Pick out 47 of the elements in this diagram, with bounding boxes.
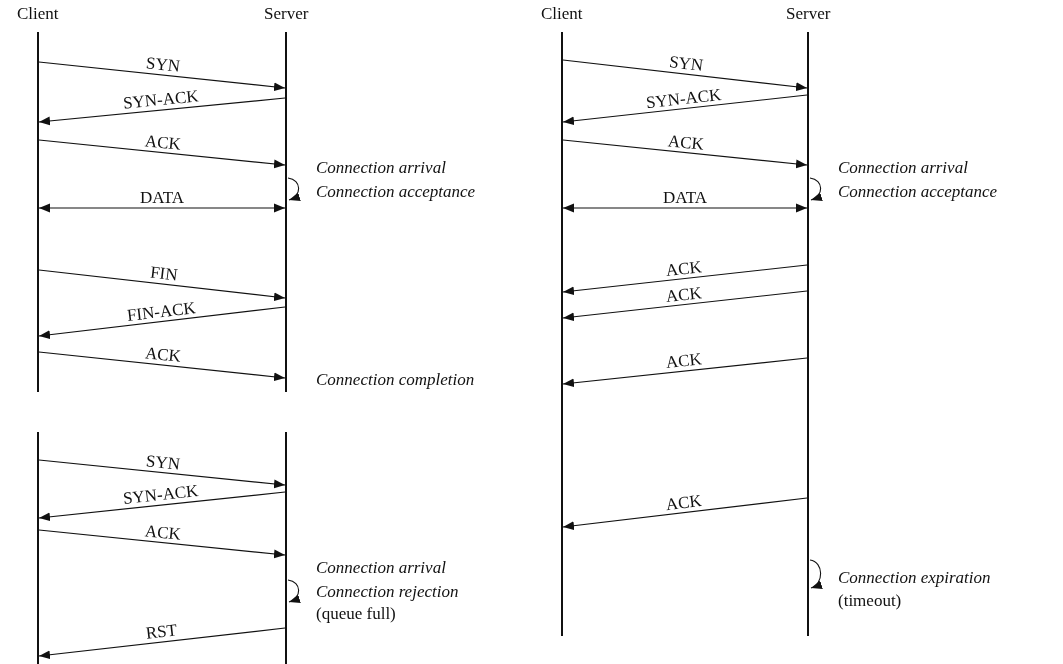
- event-note: Connection acceptance: [838, 182, 998, 202]
- edge-label: DATA: [661, 190, 709, 206]
- edge-label: ACK: [663, 258, 705, 279]
- arrow: [38, 351, 286, 382]
- arrow: [562, 290, 808, 322]
- arrow: [562, 139, 808, 169]
- event-note: (queue full): [316, 604, 396, 624]
- edge-label: ACK: [663, 492, 705, 513]
- arrow: [38, 306, 286, 340]
- edge-label: SYN-ACK: [643, 86, 725, 111]
- arrow: [38, 139, 286, 169]
- event-note: Connection arrival: [316, 158, 446, 178]
- edge-label: ACK: [663, 284, 705, 305]
- edge-label: SYN: [143, 452, 183, 473]
- edge-label: RST: [142, 622, 180, 642]
- edge-label: ACK: [665, 132, 707, 153]
- edge-label: DATA: [138, 190, 186, 206]
- event-note: Connection arrival: [838, 158, 968, 178]
- arrow: [38, 269, 286, 302]
- event-note: Connection acceptance: [316, 182, 476, 202]
- edge-label: ACK: [142, 132, 184, 153]
- arrow: [38, 97, 286, 126]
- event-note: Connection completion: [316, 370, 475, 390]
- arrow: [562, 203, 808, 213]
- arrow: [38, 203, 286, 213]
- arrow: [562, 94, 808, 126]
- arrow: [562, 59, 808, 92]
- lifeline-header: Server: [264, 4, 309, 24]
- event-note: (timeout): [838, 591, 902, 611]
- arrow: [38, 627, 286, 660]
- arrow: [38, 61, 286, 92]
- event-note: Connection arrival: [316, 558, 446, 578]
- arrow: [562, 357, 808, 388]
- event-note: Connection rejection: [316, 582, 459, 602]
- edge-label: SYN: [143, 55, 183, 75]
- lifeline-header: Client: [17, 4, 59, 24]
- arrow: [38, 491, 286, 522]
- lifeline: [285, 432, 287, 664]
- arrow: [562, 497, 808, 531]
- lifeline-header: Server: [786, 4, 831, 24]
- event-note: Connection expiration: [838, 568, 991, 588]
- lifeline: [37, 432, 39, 664]
- arrow: [562, 264, 808, 296]
- arrow: [38, 529, 286, 559]
- edge-label: ACK: [142, 522, 184, 543]
- arrow: [38, 459, 286, 489]
- lifeline-header: Client: [541, 4, 583, 24]
